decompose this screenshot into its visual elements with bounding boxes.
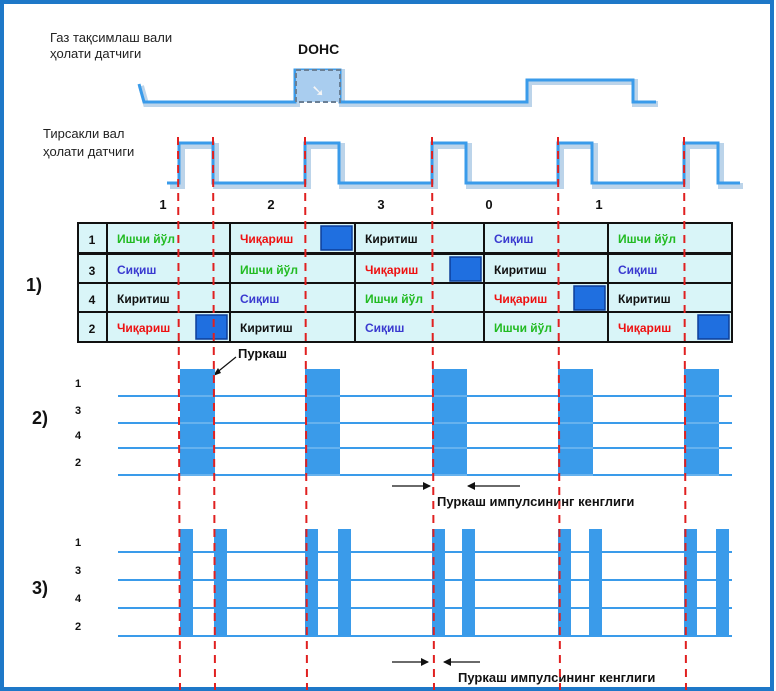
group-injection-pulse xyxy=(684,529,697,636)
stroke-label: Киритиш xyxy=(365,232,418,246)
group-cylinder-label: 2 xyxy=(75,621,81,633)
cylinder-number: 4 xyxy=(89,293,96,307)
stroke-label: Чиқариш xyxy=(117,321,170,335)
group-injection-pulse xyxy=(305,529,318,636)
seq-injection-pulse xyxy=(305,369,340,475)
stroke-label: Ишчи йўл xyxy=(117,232,175,246)
cylinder-number: 2 xyxy=(89,322,96,336)
seq-cylinder-label: 4 xyxy=(75,430,82,442)
pulse-width-label-3: Пуркаш импулсининг кенглиги xyxy=(458,670,655,685)
pulse-width-annotation-2: Пуркаш импулсининг кенглиги xyxy=(392,482,634,509)
injection-block xyxy=(697,314,730,340)
stroke-cell xyxy=(354,311,485,343)
injection-block xyxy=(449,256,482,282)
stroke-cell xyxy=(106,282,231,314)
group-injection-pulse xyxy=(558,529,571,636)
group-injection-pulse xyxy=(462,529,475,636)
cam-sensor-label-line1: Газ тақсимлаш вали xyxy=(50,30,172,45)
crank-number-3: 3 xyxy=(377,197,384,212)
crank-number-5: 1 xyxy=(595,197,602,212)
group-injection-pulse xyxy=(589,529,602,636)
group-injection-pulse xyxy=(716,529,729,636)
stroke-label: Сиқиш xyxy=(618,263,657,277)
crank-signal xyxy=(167,141,743,189)
stroke-label: Чиқариш xyxy=(618,321,671,335)
injection-block xyxy=(195,314,228,340)
stroke-label: Ишчи йўл xyxy=(365,292,423,306)
cylinder-number: 3 xyxy=(89,264,96,278)
cylinder-number-cell xyxy=(77,282,108,314)
seq-cylinder-label: 2 xyxy=(75,457,81,469)
crank-sensor-label-line2: ҳолати датчиги xyxy=(43,144,134,159)
stroke-cell xyxy=(607,253,733,285)
stroke-cell xyxy=(106,253,231,285)
section-label-2: 2) xyxy=(32,408,48,428)
stroke-label: Киритиш xyxy=(240,321,293,335)
injection-block xyxy=(320,225,353,251)
cam-sensor-label-line2: ҳолати датчиги xyxy=(50,46,141,61)
cam-signal xyxy=(137,68,658,107)
dohc-marker: ➘ xyxy=(295,69,341,103)
cursor-icon: ➘ xyxy=(311,83,324,100)
group-injection-pulse xyxy=(180,529,193,636)
crank-sensor-label-line1: Тирсакли вал xyxy=(43,126,124,141)
injection-block xyxy=(573,285,606,311)
stroke-label: Сиқиш xyxy=(365,321,404,335)
stroke-label: Киритиш xyxy=(618,292,671,306)
group-cylinder-label: 3 xyxy=(75,565,81,577)
stroke-label: Чиқариш xyxy=(365,263,418,277)
stroke-cell xyxy=(229,253,356,285)
stroke-label: Киритиш xyxy=(117,292,170,306)
seq-injection-pulse xyxy=(180,369,215,475)
stroke-label: Киритиш xyxy=(494,263,547,277)
stroke-label: Сиқиш xyxy=(240,292,279,306)
injection-label: Пуркаш xyxy=(238,346,287,361)
group-injection-pulse xyxy=(338,529,351,636)
group-injection-pulse xyxy=(432,529,445,636)
stroke-cell xyxy=(607,222,733,254)
stroke-label: Ишчи йўл xyxy=(618,232,676,246)
sequential-injection-section: 1 3 4 2 xyxy=(75,369,732,476)
seq-injection-pulse xyxy=(432,369,467,475)
pulse-width-annotation-3: Пуркаш импулсининг кенглиги xyxy=(392,658,655,685)
stroke-label: Чиқариш xyxy=(240,232,293,246)
injection-callout: Пуркаш xyxy=(213,346,287,376)
crank-number-1: 1 xyxy=(159,197,166,212)
stroke-label: Чиқариш xyxy=(494,292,547,306)
grouped-injection-section: 1 3 4 2 xyxy=(75,529,732,637)
stroke-label: Ишчи йўл xyxy=(494,321,552,335)
crank-number-4: 0 xyxy=(485,197,492,212)
stroke-label: Сиқиш xyxy=(494,232,533,246)
crank-number-2: 2 xyxy=(267,197,274,212)
seq-injection-pulse xyxy=(684,369,719,475)
section-label-3: 3) xyxy=(32,578,48,598)
seq-cylinder-label: 3 xyxy=(75,405,81,417)
group-injection-pulse xyxy=(214,529,227,636)
stroke-label: Сиқиш xyxy=(117,263,156,277)
section-label-1: 1) xyxy=(26,275,42,295)
pulse-width-label-2: Пуркаш импулсининг кенглиги xyxy=(437,494,634,509)
group-cylinder-label: 1 xyxy=(75,537,81,549)
stroke-label: Ишчи йўл xyxy=(240,263,298,277)
seq-cylinder-label: 1 xyxy=(75,378,81,390)
group-cylinder-label: 4 xyxy=(75,593,82,605)
seq-injection-pulse xyxy=(558,369,593,475)
cylinder-number: 1 xyxy=(89,233,96,247)
cylinder-number-cell xyxy=(77,311,108,343)
dohc-label: DOHC xyxy=(298,41,339,57)
